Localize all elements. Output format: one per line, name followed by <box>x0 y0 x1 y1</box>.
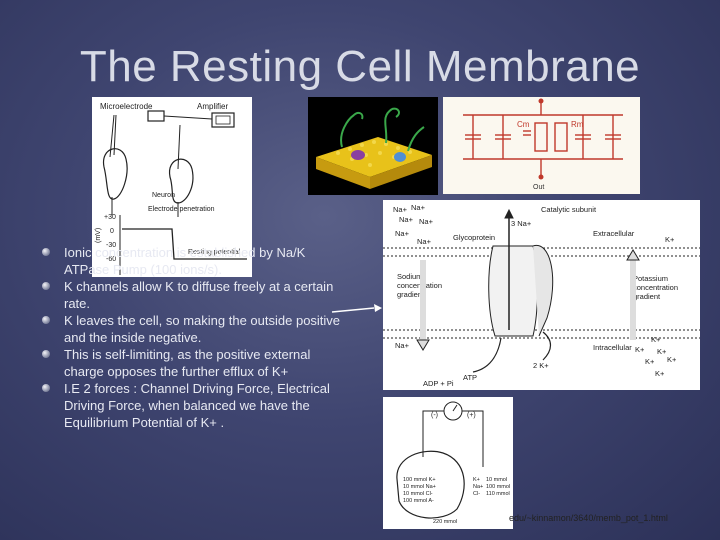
tick-label: -30 <box>106 242 116 249</box>
resting-potential-label: Resting potential <box>188 249 241 256</box>
na-ion-label: Na+ <box>399 215 414 224</box>
two-k-label: 2 K+ <box>533 361 549 370</box>
bullet-text: K leaves the cell, so making the outside… <box>64 313 341 345</box>
na-ion-label: Na+ <box>417 237 432 246</box>
outside-ion: Na+ <box>473 484 483 490</box>
tick-label: -60 <box>106 256 116 263</box>
outside-ion-value: 110 mmol <box>486 491 510 497</box>
k-ion-label: K+ <box>635 345 645 354</box>
bullet-icon <box>42 384 50 392</box>
axis-label: (mV) <box>95 228 102 243</box>
bullet-item: K channels allow K to diffuse freely at … <box>42 278 342 312</box>
tick-label: +30 <box>104 214 116 221</box>
bullet-text: This is self-limiting, as the positive e… <box>64 347 311 379</box>
na-ion-label: Na+ <box>395 341 410 350</box>
k-ion-label: K+ <box>665 235 675 244</box>
rm-label: Rm <box>571 120 584 129</box>
outside-ion-value: 10 mmol <box>486 477 507 483</box>
circuit-figure: Cm Rm Out <box>443 97 640 194</box>
bullet-icon <box>42 282 50 290</box>
na-ion-label: Na+ <box>395 229 410 238</box>
neuron-label: Neuron <box>152 192 175 199</box>
bullet-text: K channels allow K to diffuse freely at … <box>64 279 334 311</box>
bullet-item: K leaves the cell, so making the outside… <box>42 312 342 346</box>
na-ion-label: Na+ <box>393 205 408 214</box>
pointer-arrow <box>331 304 382 313</box>
inside-ion-value: 10 mmol Na+ <box>403 484 436 490</box>
microelectrode-label: Microelectrode <box>100 102 153 111</box>
inside-ion-value: 100 mmol A- <box>403 498 434 504</box>
slide-title: The Resting Cell Membrane <box>79 42 641 91</box>
plus-label: (+) <box>467 412 476 419</box>
bullet-item: I.E 2 forces : Channel Driving Force, El… <box>42 380 342 431</box>
pump-figure: Na+ Na+ Na+ Na+ Na+ Na+ 3 Na+ Catalytic … <box>383 200 700 390</box>
bullet-icon <box>42 316 50 324</box>
source-url[interactable]: edu/~kinnamon/3640/memb_pot_1.html <box>509 513 668 523</box>
na-ion-label: Na+ <box>411 203 426 212</box>
glycoprotein-label: Glycoprotein <box>453 233 495 242</box>
k-ion-label: K+ <box>651 335 661 344</box>
bullet-item: Ionic concentration is established by Na… <box>42 244 342 278</box>
three-na-label: 3 Na+ <box>511 219 532 228</box>
cm-label: Cm <box>517 120 530 129</box>
tick-label: 0 <box>110 228 114 235</box>
inside-ion-value: 100 mmol K+ <box>403 477 436 483</box>
out-label: Out <box>533 184 544 191</box>
inside-ion-value: 10 mmol Cl- <box>403 491 433 497</box>
na-ion-label: Na+ <box>419 217 434 226</box>
microelectrode-figure: Microelectrode Amplifier Neuron Electrod… <box>92 97 252 277</box>
outside-ion-value: 100 mmol <box>486 484 510 490</box>
extracellular-label: Extracellular <box>593 229 635 238</box>
atp-label: ATP <box>463 373 477 382</box>
potassium-gradient-label: Potassium concentration gradient <box>633 274 679 301</box>
bullet-item: This is self-limiting, as the positive e… <box>42 346 342 380</box>
bullet-list: Ionic concentration is established by Na… <box>42 244 342 431</box>
bullet-text: I.E 2 forces : Channel Driving Force, El… <box>64 381 330 430</box>
adp-label: ADP + Pi <box>423 379 454 388</box>
outside-ion: Cl- <box>473 491 480 497</box>
bullet-text: Ionic concentration is established by Na… <box>64 245 306 277</box>
catalytic-subunit-label: Catalytic subunit <box>541 205 597 214</box>
cell-concentration-figure: (-) (+) 100 mmol K+ 10 mmol Na+ 10 mmol … <box>383 397 513 529</box>
minus-label: (-) <box>431 412 438 419</box>
bullet-icon <box>42 350 50 358</box>
bullet-icon <box>42 248 50 256</box>
k-ion-label: K+ <box>655 369 665 378</box>
bottom-value: 220 mmol <box>433 519 457 525</box>
sodium-gradient-label: Sodium concentration gradient <box>397 272 443 299</box>
membrane-image <box>308 97 438 195</box>
k-ion-label: K+ <box>667 355 677 364</box>
electrode-penetration-label: Electrode penetration <box>148 206 215 213</box>
outside-ion: K+ <box>473 477 480 483</box>
k-ion-label: K+ <box>645 357 655 366</box>
amplifier-label: Amplifier <box>197 102 228 111</box>
intracellular-label: Intracellular <box>593 343 632 352</box>
k-ion-label: K+ <box>657 347 667 356</box>
